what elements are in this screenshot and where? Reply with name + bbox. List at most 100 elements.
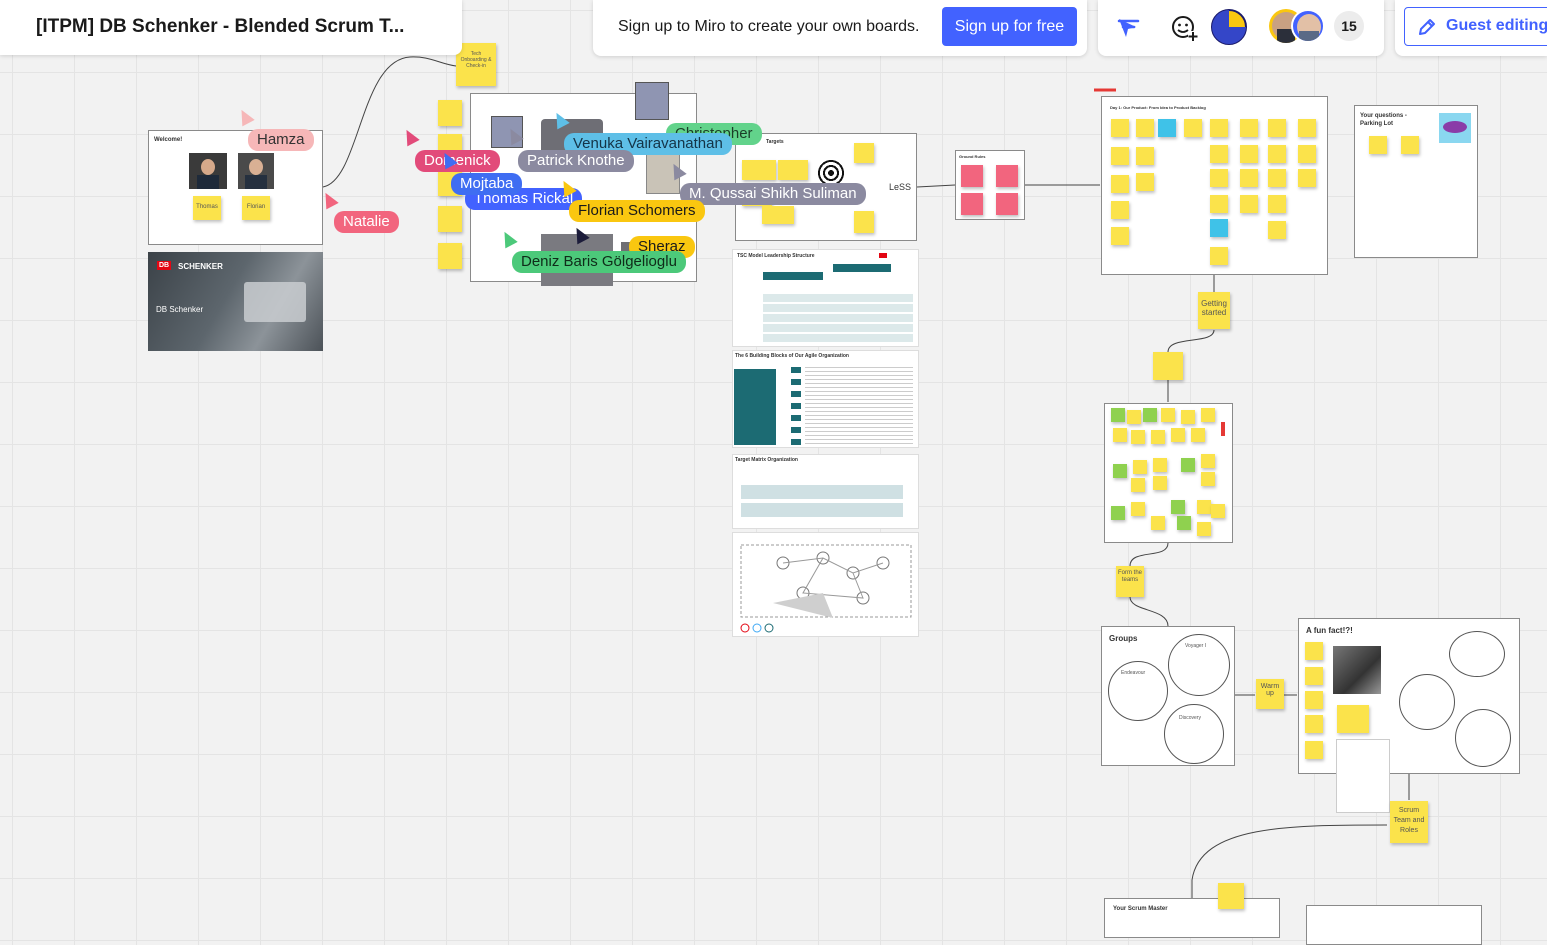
sticky-note[interactable]	[778, 160, 808, 180]
sticky-note[interactable]	[1210, 145, 1228, 163]
sticky-note[interactable]	[1240, 145, 1258, 163]
sticky-note[interactable]: Thomas	[193, 196, 221, 220]
fun-fact-bubble[interactable]	[1449, 631, 1505, 677]
sticky-note[interactable]	[1184, 119, 1202, 137]
sticky-note[interactable]	[1210, 195, 1228, 213]
sticky-note[interactable]	[1298, 119, 1316, 137]
sticky-note[interactable]	[996, 193, 1018, 215]
sticky-note[interactable]	[1197, 522, 1211, 536]
board-title[interactable]: [ITPM] DB Schenker - Blended Scrum T...	[36, 16, 405, 37]
sticky-note[interactable]	[438, 243, 462, 269]
sticky-note[interactable]	[1240, 119, 1258, 137]
sticky-note[interactable]	[1305, 741, 1323, 759]
group-bubble[interactable]: Endeavour	[1108, 661, 1168, 721]
sticky-note[interactable]	[996, 165, 1018, 187]
sticky-note[interactable]	[1111, 408, 1125, 422]
groups-frame[interactable]: Groups Voyager I Endeavour Discovery	[1101, 626, 1235, 766]
board-title-panel[interactable]: [ITPM] DB Schenker - Blended Scrum T...	[0, 0, 462, 55]
sticky-note[interactable]	[1143, 408, 1157, 422]
sticky-note[interactable]	[1268, 119, 1286, 137]
schenker-slide[interactable]: DB SCHENKER DB Schenker	[148, 252, 323, 351]
slide-target-matrix[interactable]: Target Matrix Organization	[732, 454, 919, 529]
sticky-note[interactable]: Warm up	[1256, 679, 1284, 709]
sticky-note[interactable]	[1127, 410, 1141, 424]
sticky-note[interactable]	[1210, 119, 1228, 137]
sticky-note[interactable]	[1111, 201, 1129, 219]
sticky-note[interactable]	[1191, 428, 1205, 442]
sticky-note[interactable]	[1136, 119, 1154, 137]
sticky-note[interactable]	[1197, 500, 1211, 514]
sticky-note[interactable]	[1113, 428, 1127, 442]
sticky-note[interactable]	[1131, 502, 1145, 516]
filter-icon[interactable]	[1116, 15, 1142, 39]
sticky-note[interactable]	[1136, 147, 1154, 165]
sticky-note[interactable]	[854, 211, 874, 233]
sticky-note[interactable]	[438, 206, 462, 232]
slide-building-blocks[interactable]: The 6 Building Blocks of Our Agile Organ…	[732, 350, 919, 448]
sticky-note[interactable]	[1171, 500, 1185, 514]
sticky-note[interactable]	[1111, 119, 1129, 137]
sticky-note[interactable]	[1369, 136, 1387, 154]
sticky-note[interactable]: Getting started	[1198, 292, 1230, 329]
fun-fact-bubble[interactable]	[1399, 674, 1455, 730]
welcome-frame[interactable]: Welcome! Thomas Florian	[148, 130, 323, 245]
slide-leadership[interactable]: TSC Model Leadership Structure	[732, 249, 919, 347]
sticky-note[interactable]	[1171, 428, 1185, 442]
group-bubble[interactable]: Voyager I	[1168, 634, 1230, 696]
avatar[interactable]	[1291, 9, 1325, 43]
scrum-master-frame[interactable]: Your Scrum Master	[1104, 898, 1280, 938]
ground-rules-frame[interactable]: Ground Rules	[955, 150, 1025, 220]
sticky-note[interactable]	[1268, 195, 1286, 213]
sticky-note[interactable]	[1268, 221, 1286, 239]
sticky-note[interactable]	[1218, 883, 1244, 909]
sticky-note[interactable]	[1136, 173, 1154, 191]
sticky-note[interactable]	[1181, 410, 1195, 424]
sticky-note[interactable]	[1131, 430, 1145, 444]
timer-pie-icon[interactable]	[1210, 8, 1248, 46]
sticky-note[interactable]	[961, 165, 983, 187]
sticky-note[interactable]	[1111, 227, 1129, 245]
sticky-note[interactable]: Scrum Team and Roles	[1390, 801, 1428, 843]
bottom-frame[interactable]	[1306, 905, 1482, 945]
sticky-note[interactable]	[438, 100, 462, 126]
sticky-note[interactable]	[1298, 169, 1316, 187]
sticky-note[interactable]	[854, 143, 874, 163]
sticky-note[interactable]	[1268, 145, 1286, 163]
parking-lot-frame[interactable]: Your questions - Parking Lot	[1354, 105, 1478, 258]
sticky-note[interactable]	[1177, 516, 1191, 530]
sticky-note[interactable]	[1305, 642, 1323, 660]
guest-editing-button[interactable]: Guest editing	[1404, 7, 1547, 46]
sticky-note[interactable]	[1153, 352, 1183, 380]
sticky-note[interactable]	[1181, 458, 1195, 472]
sticky-note[interactable]	[1161, 408, 1175, 422]
sign-up-button[interactable]: Sign up for free	[942, 7, 1077, 46]
sticky-note[interactable]	[1240, 169, 1258, 187]
sticky-note[interactable]	[1401, 136, 1419, 154]
sticky-note[interactable]	[1111, 506, 1125, 520]
sticky-note[interactable]	[1151, 516, 1165, 530]
sticky-note[interactable]	[762, 206, 794, 224]
sticky-note[interactable]	[1210, 169, 1228, 187]
collaborator-count-badge[interactable]: 15	[1332, 9, 1366, 43]
sticky-note[interactable]	[1111, 147, 1129, 165]
sticky-note[interactable]	[1210, 219, 1228, 237]
sticky-note[interactable]	[1153, 458, 1167, 472]
sticky-note[interactable]	[1337, 705, 1369, 733]
fun-fact-frame[interactable]: A fun fact!?!	[1298, 618, 1520, 813]
sticky-note[interactable]	[961, 193, 983, 215]
sticky-note[interactable]	[1268, 169, 1286, 187]
sticky-note[interactable]	[1153, 476, 1167, 490]
sticky-note[interactable]	[1133, 460, 1147, 474]
sticky-note[interactable]: Form the teams	[1116, 566, 1144, 597]
day1-frame[interactable]: Day 1: Our Product: From Idea to Product…	[1101, 96, 1328, 275]
reaction-add-icon[interactable]	[1170, 13, 1200, 43]
sticky-note[interactable]	[1201, 472, 1215, 486]
sticky-note[interactable]	[742, 160, 776, 180]
group-bubble[interactable]: Discovery	[1164, 704, 1224, 764]
sticky-note[interactable]: Tech Onboarding & Check-in	[456, 43, 496, 86]
sticky-note[interactable]	[1131, 478, 1145, 492]
sticky-note[interactable]	[1113, 464, 1127, 478]
sticky-note[interactable]	[1298, 145, 1316, 163]
sticky-note[interactable]: Florian	[242, 196, 270, 220]
sticky-note[interactable]	[1201, 408, 1215, 422]
